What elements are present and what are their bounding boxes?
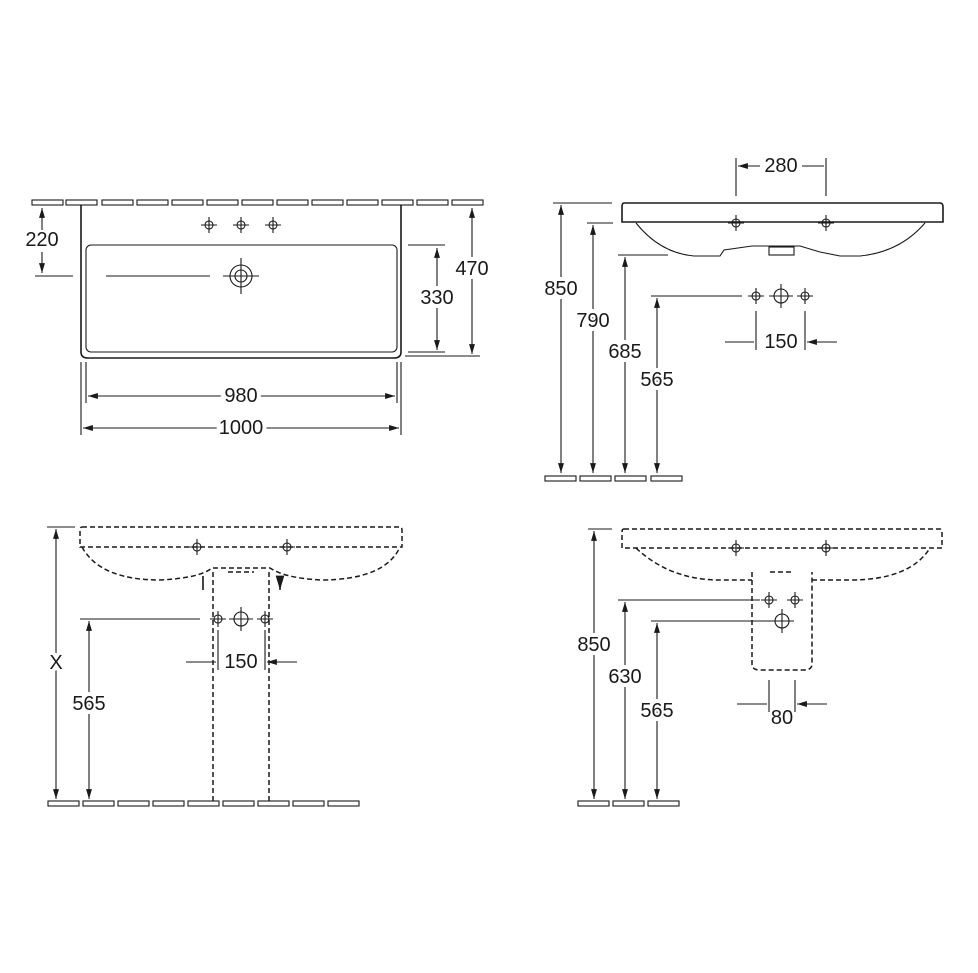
- tap-hole-icon: [817, 214, 835, 232]
- waste-outlet-icon: [228, 606, 254, 632]
- tap-hole-icon: [200, 216, 218, 234]
- dim-980: 980: [224, 385, 257, 407]
- valve-icon: [256, 610, 274, 628]
- floor: [577, 800, 680, 807]
- dim-470: 470: [455, 258, 488, 280]
- floor: [47, 800, 360, 807]
- basin-outline: [80, 205, 402, 359]
- waste-outlet-icon: [769, 608, 795, 634]
- floor: [544, 475, 683, 482]
- basin-profile: [621, 202, 944, 223]
- basin-bowl: [85, 244, 398, 353]
- top-view: 220 330 470 980 1000: [25, 199, 493, 443]
- drain-icon: [223, 258, 259, 294]
- valve-icon: [760, 591, 778, 609]
- pedestal-dashed: [751, 571, 813, 671]
- waste-outlet-icon: [768, 283, 794, 309]
- dim-565: 565: [640, 369, 673, 391]
- dim-790: 790: [576, 310, 609, 332]
- tap-hole-icon: [232, 216, 250, 234]
- valve-icon: [747, 287, 765, 305]
- dim-150: 150: [764, 331, 797, 353]
- tap-hole-icon: [727, 214, 745, 232]
- dim-850: 850: [544, 278, 577, 300]
- dim-80: 80: [771, 707, 793, 729]
- dim-330: 330: [420, 287, 453, 309]
- dim-565: 565: [640, 700, 673, 722]
- basin-dashed-outline: [79, 526, 403, 581]
- valve-icon: [786, 591, 804, 609]
- dim-1000: 1000: [219, 417, 264, 439]
- wall-strip: [31, 199, 484, 206]
- dim-x: X: [49, 652, 62, 674]
- side-siphon-view: 850 630 565 80: [573, 528, 943, 807]
- dim-220: 220: [25, 229, 58, 251]
- dim-565: 565: [72, 693, 105, 715]
- valve-icon: [796, 287, 814, 305]
- dim-630: 630: [608, 666, 641, 688]
- dim-150: 150: [224, 651, 257, 673]
- front-siphon-view: X 565 150: [45, 526, 403, 807]
- dim-280: 280: [764, 155, 797, 177]
- pedestal-dashed: [212, 571, 270, 803]
- dim-685: 685: [608, 341, 641, 363]
- basin-dashed-outline: [621, 528, 943, 581]
- side-view: 280 850 790 685 565 150: [540, 155, 944, 482]
- dim-850: 850: [577, 634, 610, 656]
- tap-hole-icon: [264, 216, 282, 234]
